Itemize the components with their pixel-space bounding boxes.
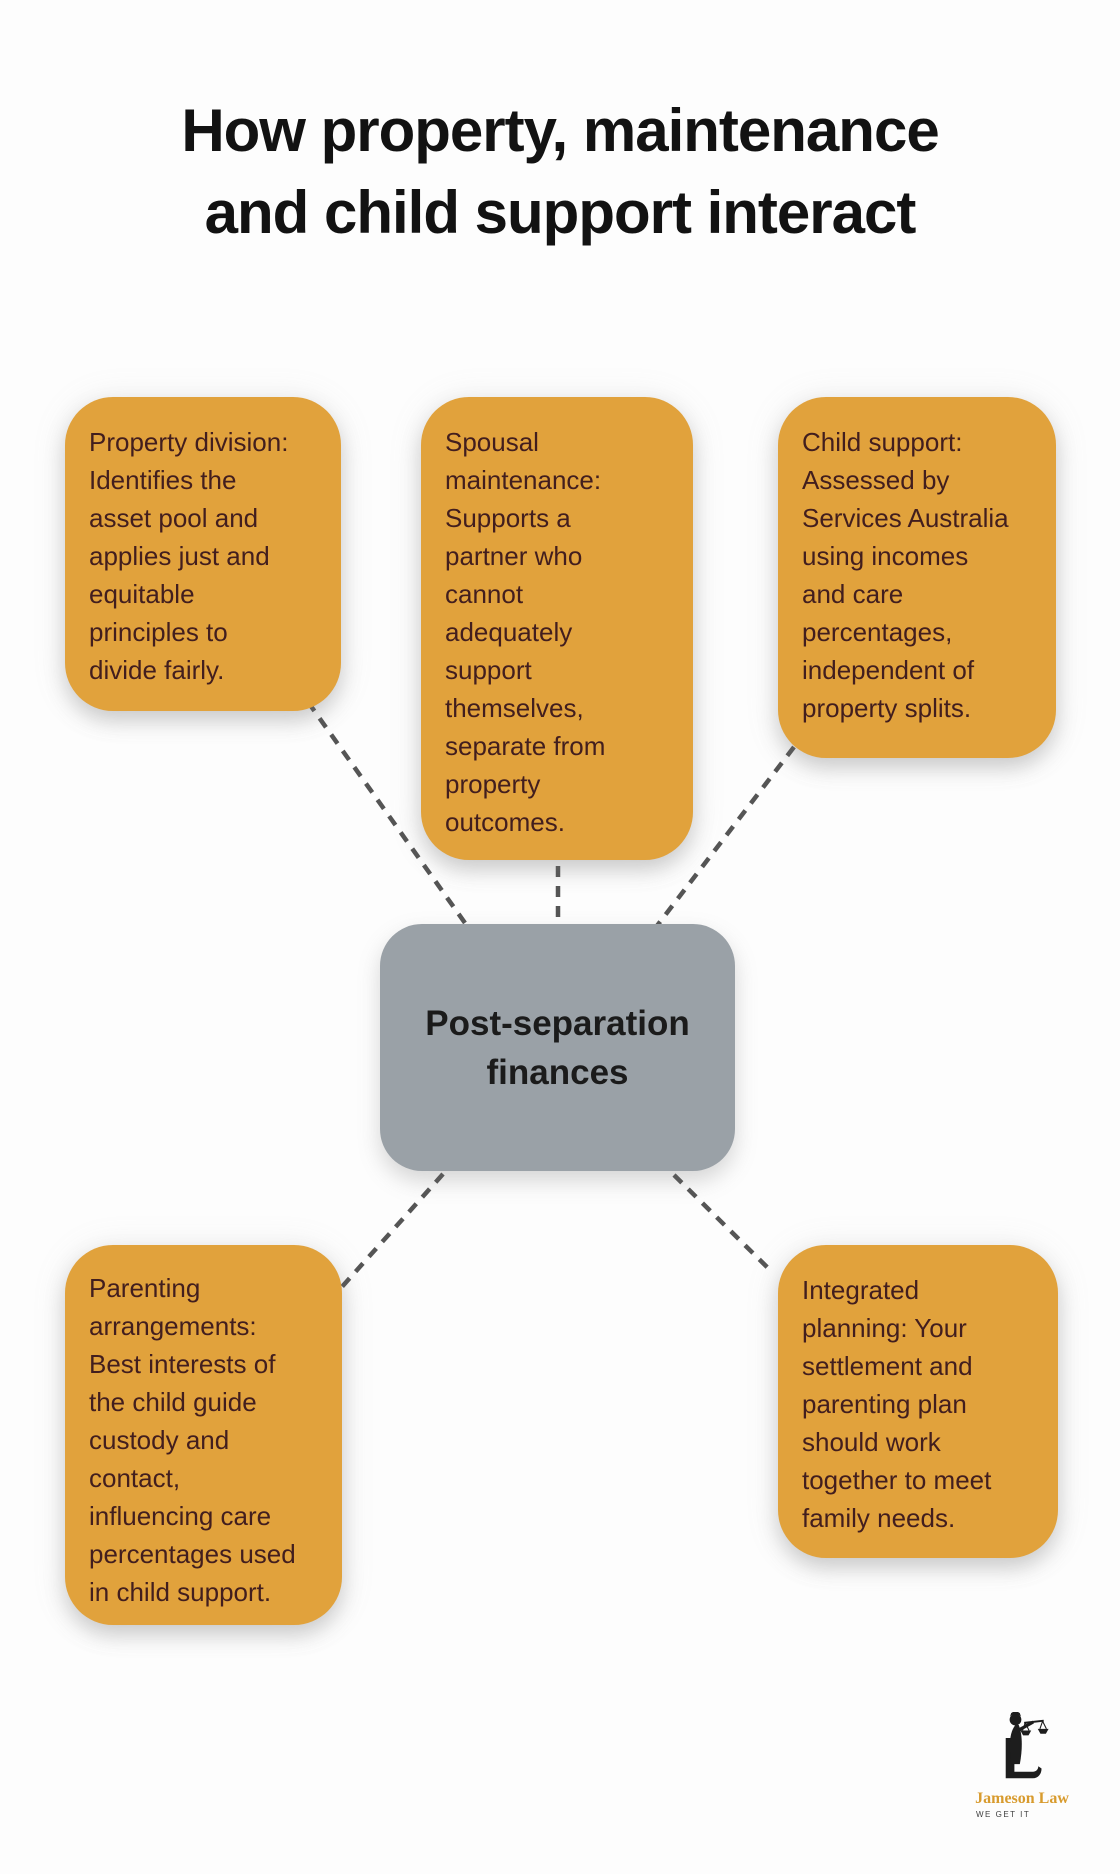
jameson-law-logo: Jameson Law WE GET IT xyxy=(962,1712,1082,1819)
logo-tagline: WE GET IT xyxy=(976,1810,1031,1819)
node-spousal-maintenance-text: Spousal maintenance: Supports a partner … xyxy=(445,427,606,837)
node-integrated-planning: Integrated planning: Your settlement and… xyxy=(778,1245,1058,1558)
center-node: Post-separation finances xyxy=(380,924,735,1171)
node-child-support-text: Child support: Assessed by Services Aust… xyxy=(802,427,1009,723)
node-parenting-arrangements: Parenting arrangements: Best interests o… xyxy=(65,1245,342,1625)
lady-justice-icon xyxy=(962,1712,1082,1788)
node-property-division-text: Property division: Identifies the asset … xyxy=(89,427,289,685)
page-title-line1: How property, maintenance xyxy=(181,97,939,164)
center-node-label: Post-separation finances xyxy=(425,1003,690,1092)
node-parenting-arrangements-text: Parenting arrangements: Best interests o… xyxy=(89,1273,296,1607)
node-child-support: Child support: Assessed by Services Aust… xyxy=(778,397,1056,758)
page-title-line2: and child support interact xyxy=(204,179,917,247)
page-title: How property, maintenance and child suppo… xyxy=(0,90,1120,254)
connector-integrated-planning xyxy=(672,1173,772,1272)
node-property-division: Property division: Identifies the asset … xyxy=(65,397,341,711)
node-integrated-planning-text: Integrated planning: Your settlement and… xyxy=(802,1275,992,1533)
logo-name: Jameson Law xyxy=(975,1790,1069,1807)
node-spousal-maintenance: Spousal maintenance: Supports a partner … xyxy=(421,397,693,860)
connector-parenting-arrangements xyxy=(338,1172,445,1291)
